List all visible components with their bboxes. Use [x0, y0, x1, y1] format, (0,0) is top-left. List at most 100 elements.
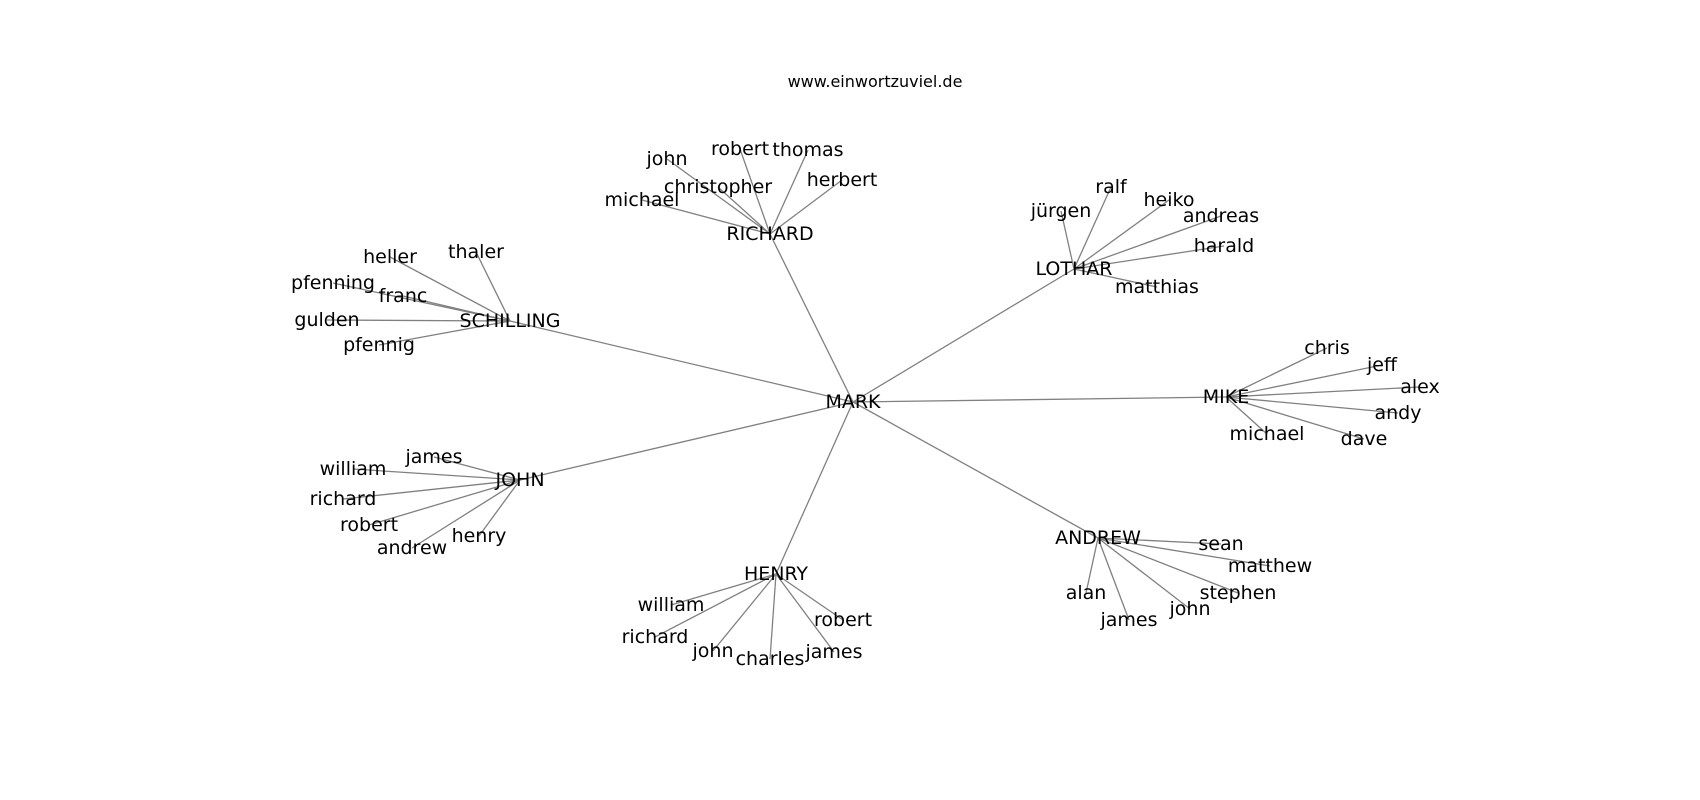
node-l-andreas: andreas — [1183, 205, 1259, 227]
edge-mike-m_michael — [1225, 396, 1268, 435]
edge-john-j_henry — [478, 479, 521, 537]
edge-schilling-s_franc — [402, 295, 511, 322]
node-a-stephen: stephen — [1200, 582, 1277, 604]
edge-mark-henry — [775, 401, 854, 575]
node-a-alan: alan — [1066, 582, 1107, 604]
edge-mark-richard — [769, 233, 854, 403]
node-andrew: ANDREW — [1055, 527, 1141, 549]
edge-schilling-s_thaler — [475, 251, 511, 322]
node-a-james: james — [1099, 609, 1157, 631]
node-s-heller: heller — [363, 246, 417, 268]
edge-henry-h_william — [670, 573, 777, 606]
node-richard: RICHARD — [726, 223, 813, 245]
node-lothar: LOTHAR — [1036, 258, 1113, 280]
node-r-thomas: thomas — [772, 139, 843, 161]
node-m-andy: andy — [1375, 402, 1422, 424]
edge-lothar-l_ralf — [1073, 186, 1112, 270]
node-s-pfennig: pfennig — [343, 334, 415, 356]
node-j-richard: richard — [310, 488, 377, 510]
edge-lothar-l_andreas — [1073, 215, 1222, 270]
node-s-franc: franc — [379, 285, 428, 307]
edge-john-j_robert — [368, 479, 521, 526]
edge-schilling-s_gulden — [326, 319, 511, 322]
node-l-matthias: matthias — [1115, 276, 1199, 298]
node-s-thaler: thaler — [448, 241, 504, 263]
edge-mike-m_alex — [1225, 386, 1421, 398]
node-r-herbert: herbert — [807, 169, 878, 191]
node-h-robert: robert — [814, 609, 872, 631]
edge-mike-m_jeff — [1225, 364, 1383, 398]
node-h-william: william — [638, 594, 705, 616]
node-m-alex: alex — [1400, 376, 1440, 398]
edge-henry-h_charles — [769, 573, 777, 660]
edge-mark-john — [519, 401, 854, 481]
edge-mike-m_andy — [1225, 396, 1399, 414]
node-henry: HENRY — [744, 563, 808, 585]
edge-john-j_william — [352, 468, 521, 481]
edge-henry-h_john — [712, 573, 777, 652]
edge-mike-m_chris — [1225, 347, 1328, 398]
node-l-jurgen: jürgen — [1030, 200, 1092, 222]
edge-andrew-a_alan — [1085, 537, 1099, 594]
node-m-chris: chris — [1304, 337, 1349, 359]
edge-lothar-l_matthias — [1073, 268, 1158, 288]
edge-john-j_andrew — [411, 479, 521, 549]
graph-title: www.einwortzuviel.de — [787, 72, 963, 91]
edge-richard-r_christopher — [717, 186, 771, 235]
node-a-matthew: matthew — [1228, 555, 1312, 577]
edge-mark-lothar — [852, 268, 1075, 403]
edge-richard-r_thomas — [769, 149, 809, 235]
node-h-richard: richard — [622, 626, 689, 648]
node-j-robert: robert — [340, 514, 398, 536]
edge-mark-mike — [852, 396, 1227, 403]
edge-andrew-a_matthew — [1097, 537, 1271, 567]
node-j-andrew: andrew — [377, 537, 447, 559]
node-m-michael: michael — [1230, 423, 1305, 445]
edge-andrew-a_stephen — [1097, 537, 1239, 594]
edge-lothar-l_heiko — [1073, 199, 1170, 270]
node-l-harald: harald — [1194, 235, 1254, 257]
node-s-pfenning: pfenning — [291, 272, 375, 294]
node-l-heiko: heiko — [1144, 189, 1195, 211]
edge-andrew-a_james — [1097, 537, 1130, 621]
edge-richard-r_michael — [641, 199, 771, 235]
edge-lothar-l_harald — [1073, 245, 1225, 270]
node-h-james: james — [804, 641, 862, 663]
edge-schilling-s_heller — [389, 256, 511, 322]
edge-john-j_james — [433, 456, 521, 481]
edge-henry-h_robert — [775, 573, 844, 621]
node-j-william: william — [320, 458, 387, 480]
edge-andrew-a_sean — [1097, 537, 1222, 545]
node-r-robert: robert — [711, 138, 769, 160]
node-r-michael: michael — [605, 189, 680, 211]
node-john: JOHN — [494, 469, 544, 491]
edge-henry-h_james — [775, 573, 835, 653]
edge-mark-andrew — [852, 401, 1099, 539]
node-h-charles: charles — [736, 648, 805, 670]
node-a-john: john — [1169, 598, 1211, 620]
node-schilling: SCHILLING — [460, 310, 561, 332]
node-m-jeff: jeff — [1366, 354, 1398, 376]
edge-schilling-s_pfennig — [378, 320, 511, 346]
edge-lothar-l_jurgen — [1060, 210, 1075, 270]
edge-mike-m_dave — [1225, 396, 1365, 440]
edge-richard-r_herbert — [769, 179, 843, 235]
edge-richard-r_robert — [739, 148, 771, 235]
edges-layer — [326, 148, 1421, 660]
node-s-gulden: gulden — [294, 309, 359, 331]
node-mike: MIKE — [1203, 386, 1249, 408]
edge-john-j_richard — [342, 479, 521, 500]
node-l-ralf: ralf — [1095, 176, 1128, 198]
node-j-james: james — [404, 446, 462, 468]
node-m-dave: dave — [1341, 428, 1388, 450]
node-r-john: john — [646, 148, 688, 170]
edge-henry-h_richard — [654, 573, 777, 638]
node-a-sean: sean — [1198, 533, 1243, 555]
node-j-henry: henry — [452, 525, 507, 547]
node-h-john: john — [692, 640, 734, 662]
edge-andrew-a_john — [1097, 537, 1191, 610]
edge-richard-r_john — [666, 158, 771, 235]
node-mark: MARK — [825, 391, 881, 413]
